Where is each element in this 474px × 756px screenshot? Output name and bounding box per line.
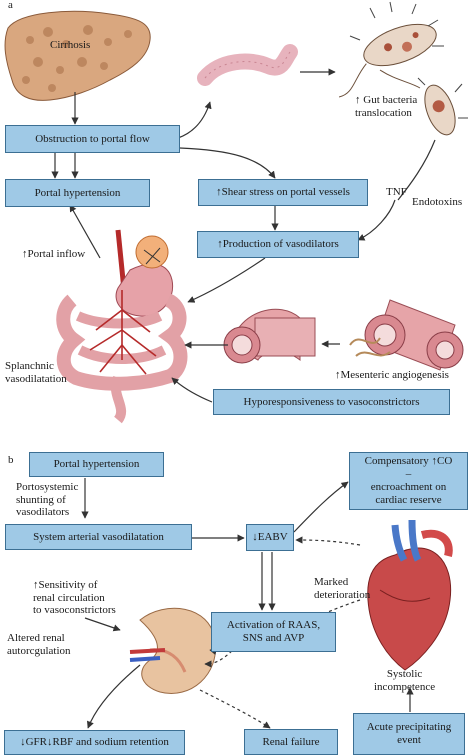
eabv-box: ↓EABV — [246, 524, 294, 551]
intestine-segment-illustration — [197, 44, 298, 86]
systolic-incompetence-label: Systolic incompetence — [374, 668, 436, 693]
system-arterial-vasodilatation-box: System arterial vasodilatation — [5, 524, 192, 550]
splanchnic-vasodilatation-label: Splanchnic vasodilatation — [5, 360, 67, 385]
portosystemic-shunting-label: Portosystemic shunting of vasodilators — [16, 481, 79, 518]
kidney-illustration — [129, 607, 217, 694]
endotoxins-label: Endotoxins — [412, 196, 463, 208]
cirrhosis-label: Cirrhosis — [50, 39, 91, 51]
mesenteric-angiogenesis-label: ↑Mesenteric angiogenesis — [335, 369, 449, 381]
panel-b-letter: b — [8, 454, 14, 466]
compensatory-co-box: Compensatory ↑CO – encroachment on cardi… — [349, 452, 468, 510]
gfr-rbf-box: ↓GFR↓RBF and sodium retention — [4, 730, 185, 755]
tnf-label: TNF — [386, 186, 407, 198]
blood-vessels-illustration — [223, 299, 464, 371]
portal-hypertension-box-b: Portal hypertension — [29, 452, 164, 477]
shear-stress-box: ↑Shear stress on portal vessels — [198, 179, 368, 206]
panel-a-letter: a — [8, 0, 13, 11]
vasodilators-box: ↑Production of vasodilators — [197, 231, 359, 258]
hyporesponsiveness-box: Hyporesponsiveness to vasoconstrictors — [213, 389, 450, 415]
portal-inflow-label: ↑Portal inflow — [22, 248, 86, 260]
gi-tract-illustration — [56, 229, 188, 424]
panel-b-arrows — [81, 478, 414, 729]
acute-precipitating-event-box: Acute precipitating event — [353, 713, 465, 755]
bacteria-illustration — [338, 1, 468, 136]
gut-bacteria-label: ↑ Gut bacteria translocation — [355, 94, 418, 119]
raas-activation-box: Activation of RAAS, SNS and AVP — [211, 612, 336, 652]
sensitivity-label: ↑Sensitivity of renal circulation to vas… — [33, 579, 116, 616]
renal-failure-box: Renal failure — [244, 729, 338, 755]
altered-renal-label: Altered renal autorcgulation — [7, 632, 71, 657]
marked-deterioration-label: Marked deterioration — [314, 576, 371, 601]
liver-illustration — [4, 10, 151, 101]
obstruction-box: Obstruction to portal flow — [5, 125, 180, 153]
heart-illustration — [367, 519, 453, 671]
portal-hypertension-box-a: Portal hypertension — [5, 179, 150, 207]
panel-a-arrows — [51, 68, 436, 403]
